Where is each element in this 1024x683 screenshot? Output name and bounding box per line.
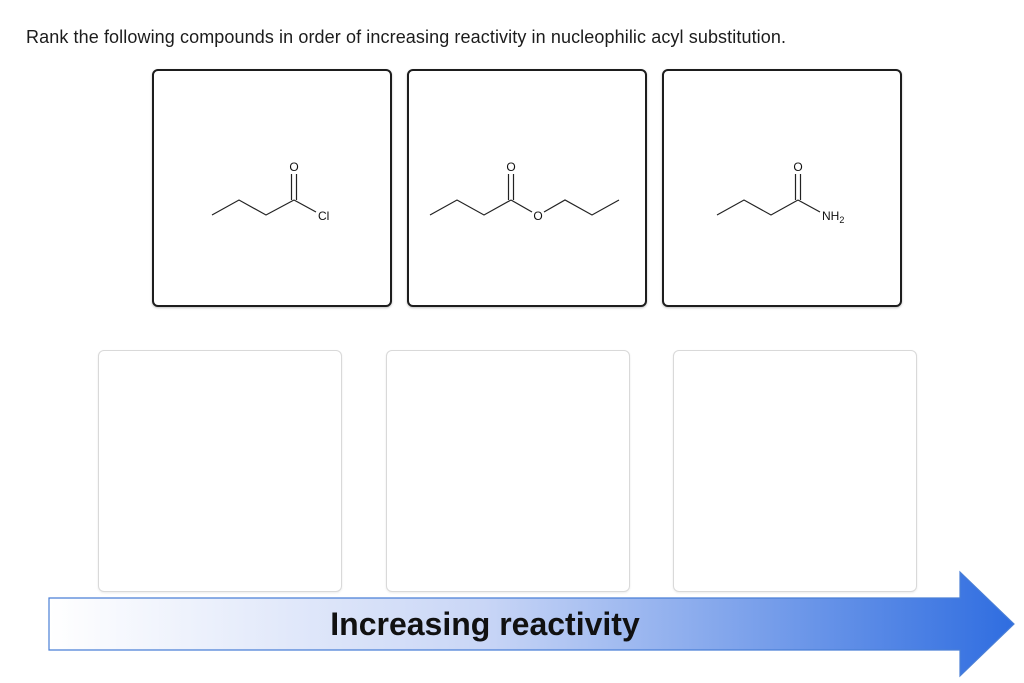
ranking-slot-3[interactable] [673,350,917,592]
ranking-slot-2[interactable] [386,350,630,592]
ester-structure: O O [429,160,620,223]
compound-card-acid-chloride[interactable]: O Cl [152,69,392,307]
ranking-slot-1[interactable] [98,350,342,592]
amine-label: NH2 [822,209,844,225]
compound-card-ester[interactable]: O O [407,69,647,307]
carbonyl-oxygen-label: O [506,160,515,174]
reactivity-arrow [48,570,1015,678]
compound-card-amide[interactable]: O NH2 [662,69,902,307]
acid-chloride-structure: O Cl [211,160,329,223]
carbonyl-oxygen-label: O [793,160,802,174]
ester-oxygen-label: O [533,209,542,223]
amide-structure: O NH2 [716,160,844,225]
carbonyl-oxygen-label: O [289,160,298,174]
question-prompt: Rank the following compounds in order of… [26,27,787,47]
reactivity-axis-label: Increasing reactivity [330,606,640,642]
chlorine-label: Cl [318,209,329,223]
